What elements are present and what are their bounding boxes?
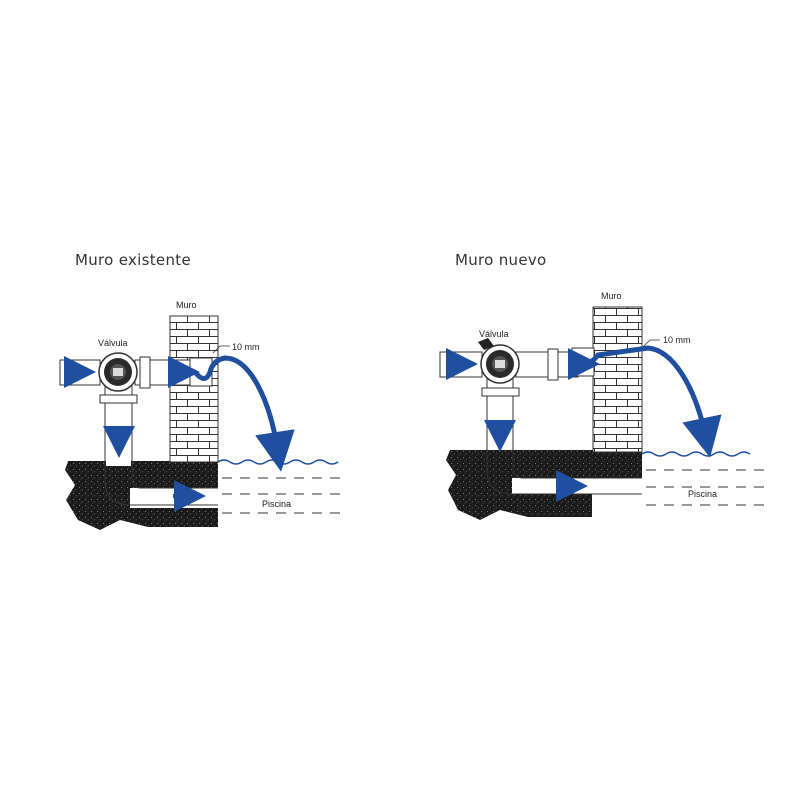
panel-title-new: Muro nuevo — [455, 251, 547, 269]
water-jet — [574, 345, 722, 458]
label-wall: Muro — [601, 291, 622, 301]
label-valve: Válvula — [98, 338, 128, 348]
panel-title-existing: Muro existente — [75, 251, 191, 269]
valve-icon — [98, 352, 138, 392]
water-surface — [641, 451, 751, 457]
label-wall: Muro — [176, 300, 197, 310]
label-gap: 10 mm — [663, 335, 691, 345]
water-surface — [217, 459, 339, 465]
pool-water-lines — [222, 477, 340, 514]
label-pool: Piscina — [262, 499, 291, 509]
vertical-pipe — [486, 377, 642, 495]
label-pool: Piscina — [688, 489, 717, 499]
pool-water-lines — [646, 469, 764, 506]
label-valve: Válvula — [479, 329, 509, 339]
label-gap: 10 mm — [232, 342, 260, 352]
brick-wall — [592, 306, 643, 453]
brick-wall — [169, 315, 219, 463]
valve-icon — [478, 338, 520, 384]
water-jet — [193, 355, 295, 472]
